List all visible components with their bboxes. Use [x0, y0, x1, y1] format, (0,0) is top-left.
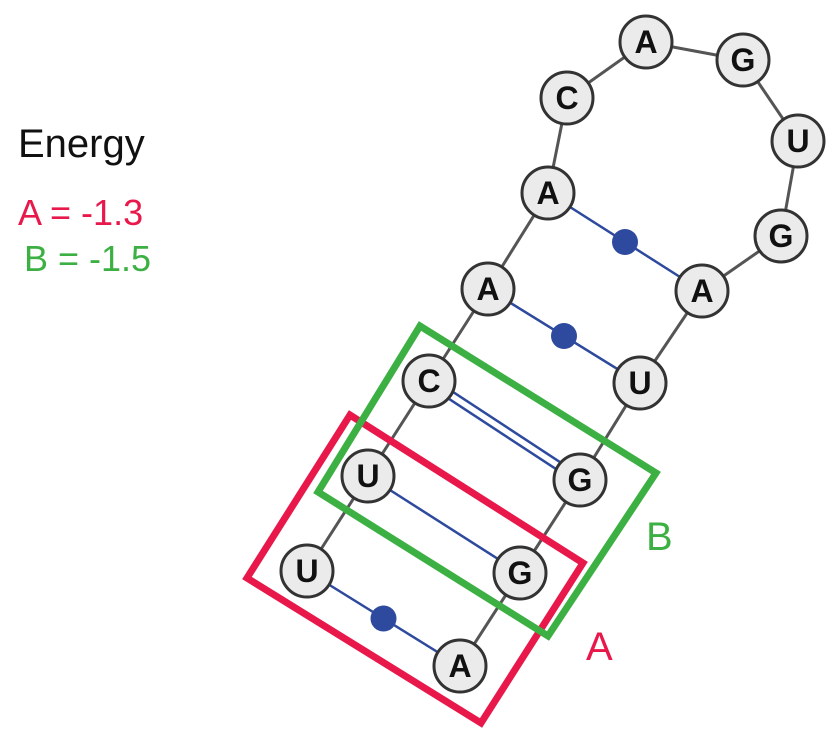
nucleotide-letter: G — [731, 42, 756, 78]
base-pair-layer — [306, 191, 703, 668]
nucleotide-letter: U — [786, 123, 809, 159]
nucleotide: G — [552, 452, 608, 508]
nucleotide: G — [715, 32, 771, 88]
nucleotide: U — [770, 113, 826, 169]
nucleotide: G — [753, 208, 809, 264]
energy-box-a-label: A — [586, 625, 613, 669]
nucleotide-letter: U — [295, 553, 318, 589]
energy-box-a — [242, 410, 588, 728]
nucleotide-circle — [432, 638, 488, 694]
base-pair-line — [426, 383, 579, 485]
nucleotide: C — [401, 353, 457, 409]
nucleotide-letter: A — [634, 24, 657, 60]
nucleotide-circle — [539, 70, 595, 126]
nucleotide-circle — [770, 113, 826, 169]
nucleotide: A — [432, 638, 488, 694]
wobble-pair-dot — [551, 323, 577, 349]
energy-box-b-label: B — [646, 515, 673, 559]
nucleotide: C — [539, 70, 595, 126]
nucleotide-circle — [552, 452, 608, 508]
backbone-layer — [305, 40, 800, 667]
nucleotide-layer: U U C A A C A G U G A U G G A — [279, 14, 826, 694]
energy-box-layer: A B — [242, 321, 673, 728]
nucleotide: U — [612, 355, 668, 411]
legend-entry-b: B = -1.5 — [24, 238, 152, 279]
nucleotide-letter: A — [690, 273, 713, 309]
nucleotide-letter: A — [536, 175, 559, 211]
nucleotide-letter: U — [356, 458, 379, 494]
nucleotide-letter: G — [508, 555, 533, 591]
nucleotide: A — [674, 263, 730, 319]
energy-box-b — [313, 321, 661, 641]
nucleotide-circle — [401, 353, 457, 409]
nucleotide: U — [279, 543, 335, 599]
wobble-pair-dot — [612, 229, 638, 255]
nucleotide-letter: A — [448, 648, 471, 684]
nucleotide: A — [618, 14, 674, 70]
nucleotide-circle — [715, 32, 771, 88]
nucleotide-circle — [618, 14, 674, 70]
nucleotide-letter: A — [476, 271, 499, 307]
nucleotide-circle — [674, 263, 730, 319]
nucleotide-circle — [492, 545, 548, 601]
nucleotide: G — [492, 545, 548, 601]
nucleotide: A — [520, 165, 576, 221]
nucleotide-circle — [279, 543, 335, 599]
nucleotide-letter: G — [568, 462, 593, 498]
nucleotide-circle — [460, 261, 516, 317]
nucleotide-letter: U — [628, 365, 651, 401]
nucleotide-letter: G — [769, 218, 794, 254]
base-pair-line — [367, 474, 521, 575]
base-pair-line — [430, 376, 583, 478]
legend-title: Energy — [18, 122, 145, 166]
wobble-pair-dot — [370, 605, 397, 632]
nucleotide-letter: C — [417, 363, 440, 399]
nucleotide: U — [340, 448, 396, 504]
nucleotide-circle — [520, 165, 576, 221]
nucleotide-circle — [612, 355, 668, 411]
nucleotide-letter: C — [555, 80, 578, 116]
nucleotide-circle — [753, 208, 809, 264]
legend-entry-a: A = -1.3 — [18, 192, 144, 233]
nucleotide-circle — [340, 448, 396, 504]
nucleotide: A — [460, 261, 516, 317]
